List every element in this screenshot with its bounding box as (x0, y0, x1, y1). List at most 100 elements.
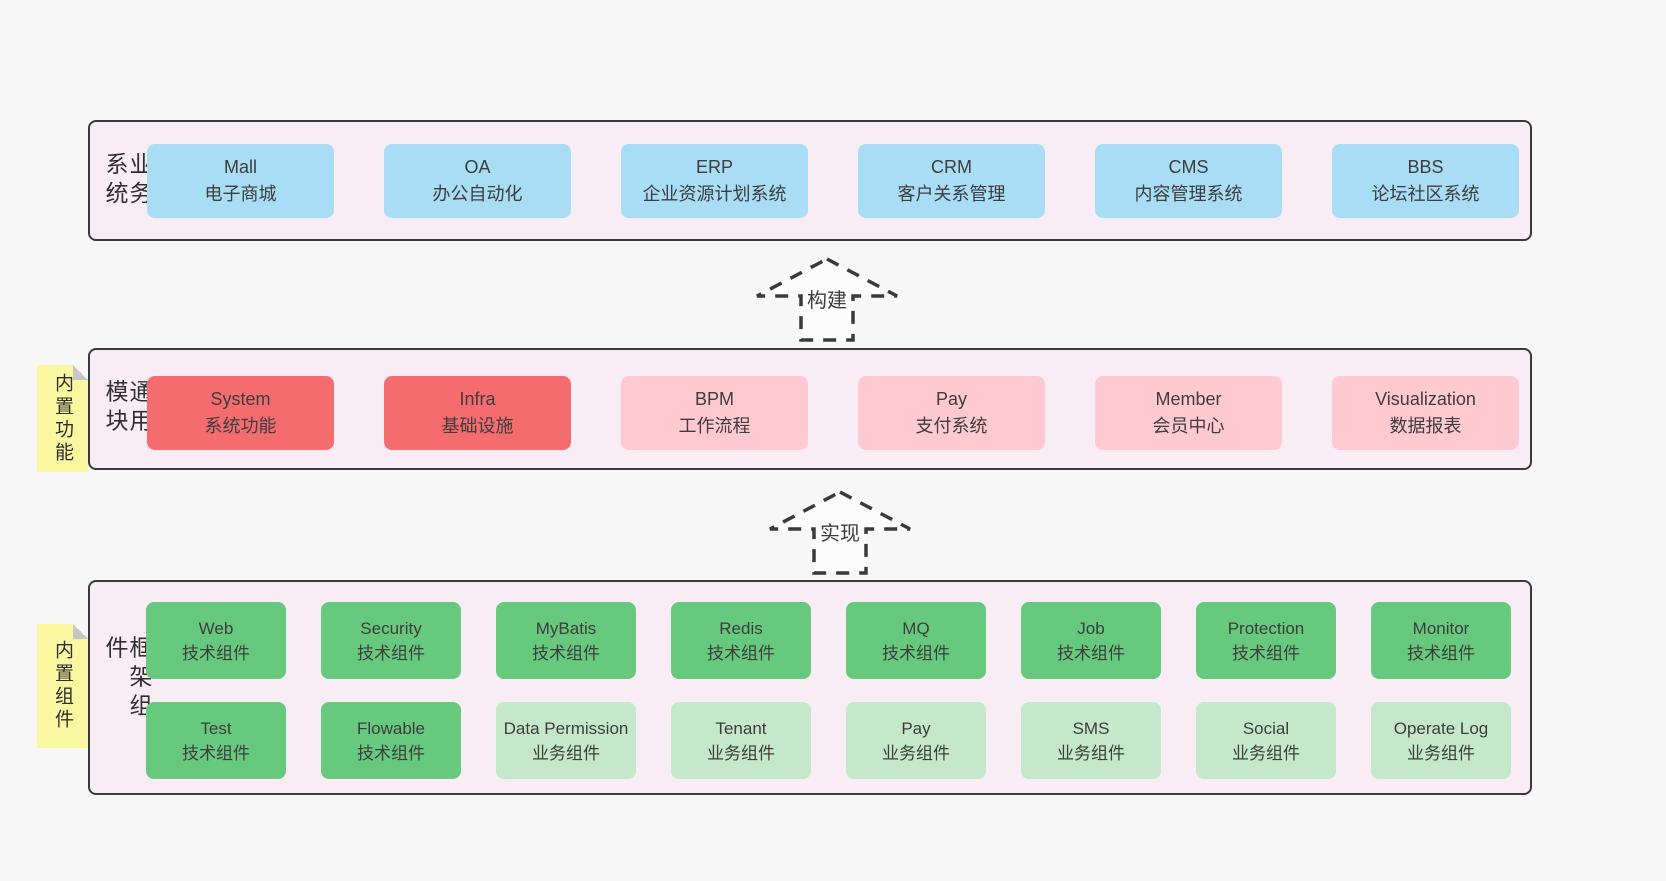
sticky-note-builtin-components: 内置组件 (37, 624, 88, 748)
box-subtitle: 内容管理系统 (1134, 184, 1243, 204)
box-member: Member 会员中心 (1095, 376, 1282, 450)
band-framework-components-label: 框架组件 (102, 634, 152, 722)
box-title: Pay (901, 718, 931, 738)
box-title: ERP (695, 157, 733, 177)
box-subtitle: 技术组件 (1057, 643, 1125, 663)
box-security: Security 技术组件 (321, 602, 461, 679)
box-redis: Redis 技术组件 (671, 602, 811, 679)
box-operate-log: Operate Log 业务组件 (1371, 702, 1511, 779)
arrow-build-label: 构建 (803, 284, 851, 313)
arrow-implement-label: 实现 (816, 517, 864, 546)
box-title: BBS (1407, 157, 1444, 177)
box-mq: MQ 技术组件 (846, 602, 986, 679)
box-pay-module: Pay 支付系统 (858, 376, 1045, 450)
sticky-note-builtin-features: 内置功能 (37, 365, 88, 472)
box-subtitle: 技术组件 (357, 743, 425, 763)
sticky-note-builtin-components-label: 内置组件 (52, 640, 73, 732)
box-title: MQ (902, 618, 930, 638)
box-subtitle: 技术组件 (532, 643, 600, 663)
box-subtitle: 办公自动化 (432, 184, 523, 204)
sticky-note-builtin-features-label: 内置功能 (52, 372, 73, 465)
box-protection: Protection 技术组件 (1196, 602, 1336, 679)
box-web: Web 技术组件 (146, 602, 286, 679)
box-subtitle: 技术组件 (1407, 643, 1475, 663)
box-mall: Mall 电子商城 (147, 144, 334, 218)
box-title: Protection (1227, 618, 1305, 638)
box-title: Infra (459, 389, 496, 409)
box-title: BPM (694, 389, 734, 409)
box-title: Member (1155, 389, 1222, 409)
box-title: Visualization (1375, 389, 1476, 409)
box-title: Security (360, 618, 422, 638)
box-subtitle: 电子商城 (204, 184, 277, 204)
box-subtitle: 业务组件 (707, 743, 775, 763)
box-data-permission: Data Permission 业务组件 (496, 702, 636, 779)
box-subtitle: 业务组件 (532, 743, 600, 763)
box-visualization: Visualization 数据报表 (1332, 376, 1519, 450)
business-boxes-row: Mall 电子商城 OA 办公自动化 ERP 企业资源计划系统 CRM 客户关系… (147, 144, 1519, 218)
box-title: Data Permission (503, 718, 629, 738)
box-title: Mall (223, 157, 257, 177)
box-subtitle: 业务组件 (1057, 743, 1125, 763)
box-cms: CMS 内容管理系统 (1095, 144, 1282, 218)
box-bpm: BPM 工作流程 (621, 376, 808, 450)
band-common-modules: 通用模块 System 系统功能 Infra 基础设施 BPM 工作流程 Pay… (88, 348, 1532, 470)
box-subtitle: 数据报表 (1389, 416, 1462, 436)
box-title: Operate Log (1393, 718, 1489, 738)
box-title: Flowable (356, 718, 426, 738)
box-subtitle: 业务组件 (882, 743, 950, 763)
band-business-systems: 业务系统 Mall 电子商城 OA 办公自动化 ERP 企业资源计划系统 CRM… (88, 120, 1532, 241)
box-subtitle: 技术组件 (707, 643, 775, 663)
components-row-1: Web 技术组件 Security 技术组件 MyBatis 技术组件 Redi… (146, 602, 1511, 679)
box-bbs: BBS 论坛社区系统 (1332, 144, 1519, 218)
box-subtitle: 系统功能 (204, 416, 277, 436)
box-test: Test 技术组件 (146, 702, 286, 779)
band-common-modules-label: 通用模块 (102, 379, 152, 438)
note-fold-icon (73, 624, 88, 639)
arrow-implement: 实现 (765, 489, 915, 576)
box-title: Pay (935, 389, 968, 409)
box-subtitle: 工作流程 (678, 416, 751, 436)
box-job: Job 技术组件 (1021, 602, 1161, 679)
box-system: System 系统功能 (147, 376, 334, 450)
box-title: Social (1242, 718, 1290, 738)
band-business-systems-label: 业务系统 (102, 151, 152, 210)
box-subtitle: 企业资源计划系统 (642, 184, 787, 204)
box-subtitle: 业务组件 (1232, 743, 1300, 763)
box-erp: ERP 企业资源计划系统 (621, 144, 808, 218)
box-title: Tenant (715, 718, 767, 738)
box-subtitle: 支付系统 (915, 416, 988, 436)
arrow-build: 构建 (752, 256, 902, 343)
box-title: Monitor (1412, 618, 1470, 638)
note-fold-icon (73, 365, 88, 380)
box-subtitle: 会员中心 (1152, 416, 1225, 436)
box-subtitle: 技术组件 (182, 643, 250, 663)
box-subtitle: 技术组件 (357, 643, 425, 663)
box-subtitle: 技术组件 (882, 643, 950, 663)
box-subtitle: 论坛社区系统 (1371, 184, 1480, 204)
box-oa: OA 办公自动化 (384, 144, 571, 218)
box-subtitle: 基础设施 (441, 416, 514, 436)
modules-boxes-row: System 系统功能 Infra 基础设施 BPM 工作流程 Pay 支付系统… (147, 376, 1519, 450)
box-tenant: Tenant 业务组件 (671, 702, 811, 779)
components-row-2: Test 技术组件 Flowable 技术组件 Data Permission … (146, 702, 1511, 779)
box-pay-component: Pay 业务组件 (846, 702, 986, 779)
box-title: CRM (931, 157, 972, 177)
box-subtitle: 业务组件 (1407, 743, 1475, 763)
box-title: MyBatis (535, 618, 597, 638)
box-title: System (210, 389, 271, 409)
box-subtitle: 技术组件 (1232, 643, 1300, 663)
box-monitor: Monitor 技术组件 (1371, 602, 1511, 679)
box-subtitle: 技术组件 (182, 743, 250, 763)
box-crm: CRM 客户关系管理 (858, 144, 1045, 218)
box-title: Redis (719, 618, 763, 638)
band-framework-components: 框架组件 Web 技术组件 Security 技术组件 MyBatis 技术组件… (88, 580, 1532, 795)
box-title: SMS (1072, 718, 1110, 738)
box-title: Job (1077, 618, 1105, 638)
box-social: Social 业务组件 (1196, 702, 1336, 779)
box-infra: Infra 基础设施 (384, 376, 571, 450)
box-title: OA (464, 157, 491, 177)
box-flowable: Flowable 技术组件 (321, 702, 461, 779)
box-subtitle: 客户关系管理 (897, 184, 1006, 204)
